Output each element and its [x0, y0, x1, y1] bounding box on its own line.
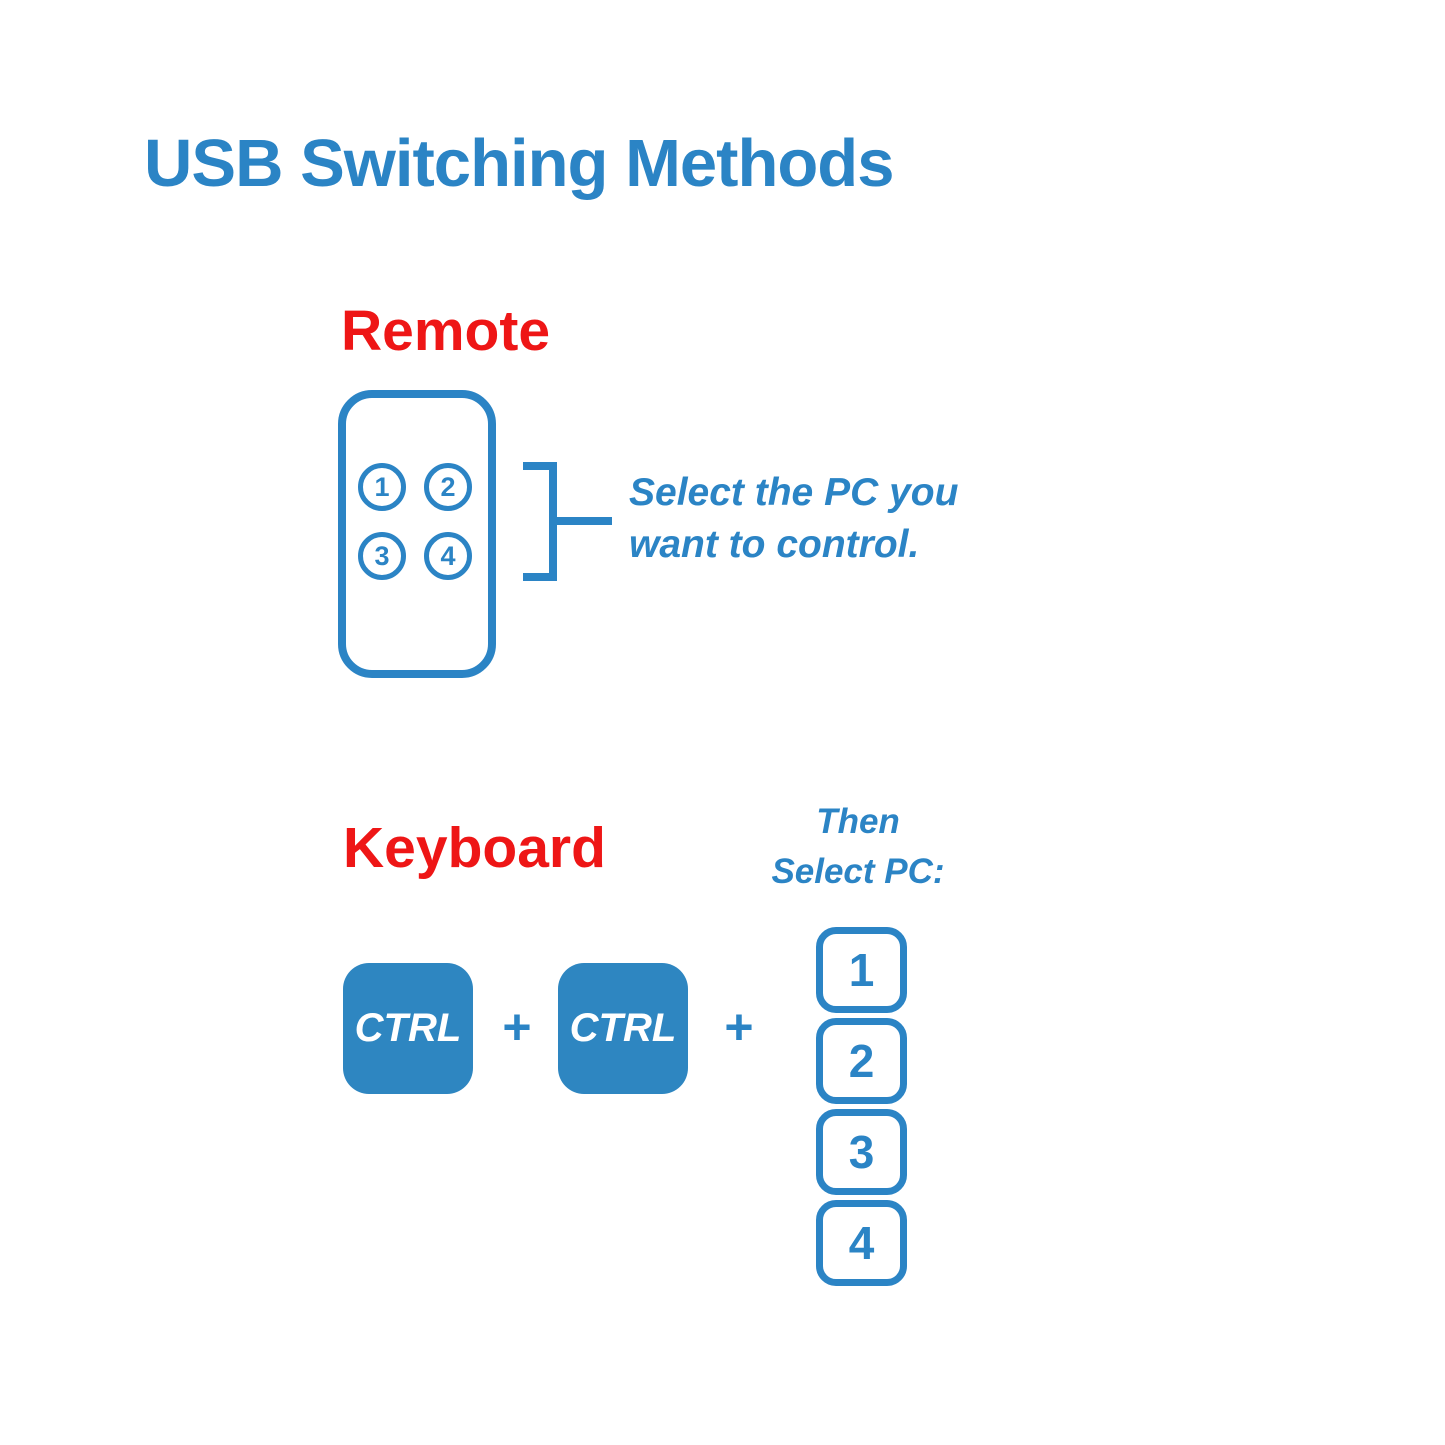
then-select-pc-line2: Select PC: — [771, 851, 945, 891]
ctrl-key-1-label: CTRL — [354, 1006, 462, 1050]
remote-button-1-label: 1 — [374, 471, 390, 502]
ctrl-key-1: CTRL — [343, 963, 473, 1094]
remote-button-4: 4 — [424, 532, 472, 580]
remote-annotation: Select the PC you want to control. — [629, 467, 958, 572]
select-key-1-label: 1 — [848, 944, 875, 996]
bracket-icon — [523, 462, 557, 581]
page-title: USB Switching Methods — [144, 126, 894, 201]
remote-button-3: 3 — [358, 532, 406, 580]
plus-sign-1: + — [502, 999, 532, 1055]
remote-annotation-line2: want to control. — [629, 523, 920, 567]
then-select-pc-label: Then Select PC: — [752, 797, 964, 896]
keyboard-section-label: Keyboard — [343, 816, 606, 880]
remote-section-label: Remote — [341, 299, 551, 363]
select-pc-key-column: 1 2 3 4 — [816, 927, 907, 1286]
ctrl-key-2: CTRL — [558, 963, 688, 1094]
select-key-4-label: 4 — [848, 1217, 875, 1269]
ctrl-key-2-label: CTRL — [569, 1006, 677, 1050]
remote-device-outline: 1 2 3 4 — [338, 390, 496, 678]
remote-button-2: 2 — [424, 463, 472, 511]
remote-button-1: 1 — [358, 463, 406, 511]
remote-button-4-label: 4 — [440, 540, 456, 571]
remote-button-3-label: 3 — [374, 540, 390, 571]
then-select-pc-line1: Then — [816, 802, 900, 841]
select-key-3-label: 3 — [848, 1126, 875, 1178]
select-key-2: 2 — [816, 1018, 907, 1104]
plus-sign-2: + — [724, 999, 754, 1055]
select-key-4: 4 — [816, 1200, 907, 1286]
remote-button-2-label: 2 — [440, 471, 456, 502]
select-key-2-label: 2 — [848, 1035, 875, 1087]
select-key-3: 3 — [816, 1109, 907, 1195]
remote-annotation-line1: Select the PC you — [629, 471, 959, 514]
select-key-1: 1 — [816, 927, 907, 1013]
bracket-arm-line — [556, 517, 612, 525]
